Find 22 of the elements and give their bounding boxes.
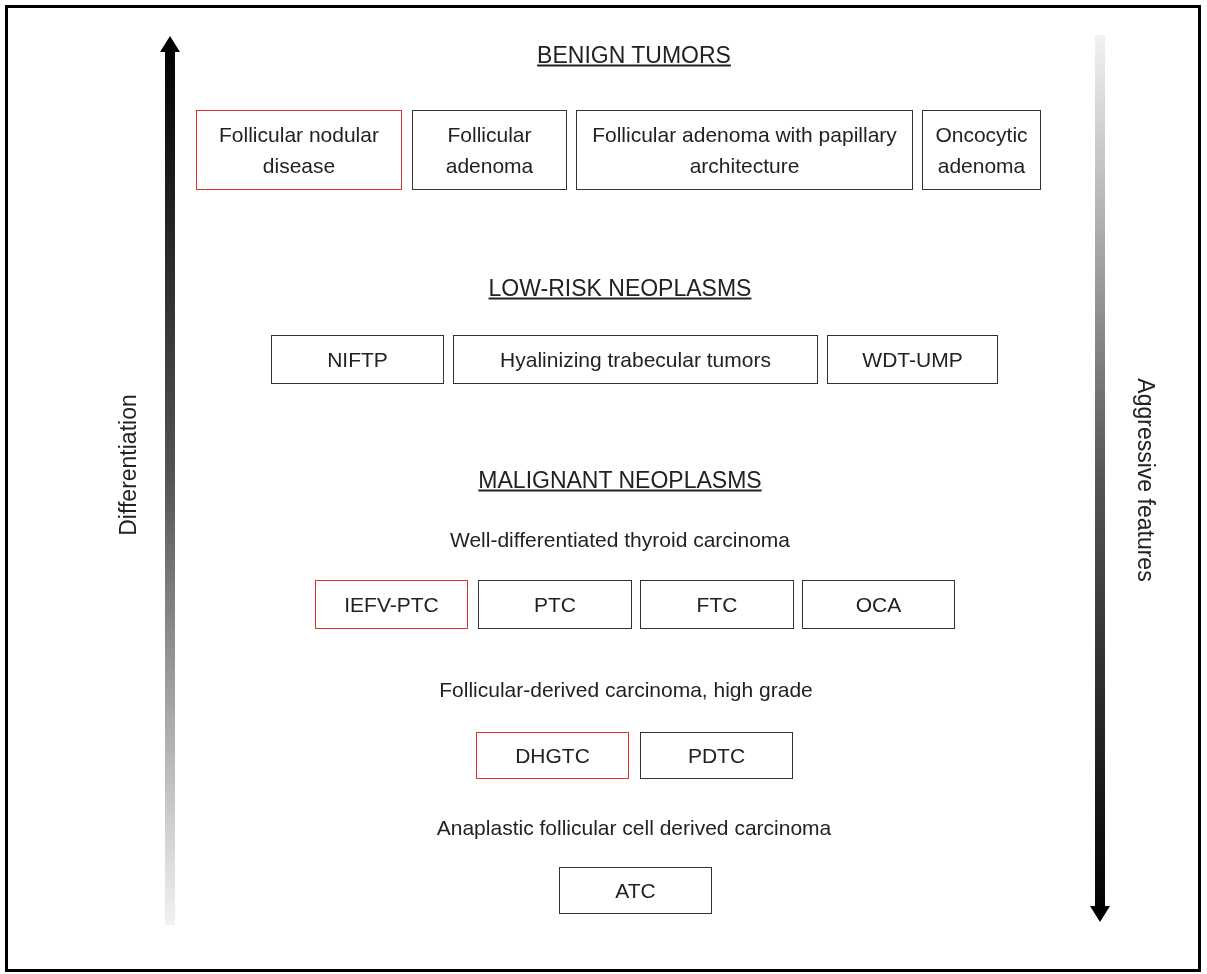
category-box: WDT-UMP: [827, 335, 998, 384]
axis-label: Aggressive features: [1131, 378, 1159, 582]
group-heading: Anaplastic follicular cell derived carcinoma: [436, 816, 832, 840]
category-box: NIFTP: [271, 335, 444, 384]
category-box: DHGTC: [476, 732, 629, 779]
category-box: IEFV-PTC: [315, 580, 468, 629]
group-heading: Follicular-derived carcinoma, high grade: [439, 678, 813, 702]
section-heading: LOW-RISK NEOPLASMS: [488, 274, 752, 302]
category-box: OCA: [802, 580, 955, 629]
section-heading: BENIGN TUMORS: [537, 41, 731, 69]
category-box: Follicular adenoma: [412, 110, 567, 190]
section-heading: MALIGNANT NEOPLASMS: [478, 466, 762, 494]
category-box: ATC: [559, 867, 712, 914]
category-box: Oncocytic adenoma: [922, 110, 1041, 190]
group-heading: Well-differentiated thyroid carcinoma: [449, 528, 791, 552]
category-box: Follicular adenoma with papillary architecture: [576, 110, 913, 190]
category-box: Follicular nodular disease: [196, 110, 402, 190]
category-box: PTC: [478, 580, 632, 629]
category-box: FTC: [640, 580, 794, 629]
category-box: Hyalinizing trabecular tumors: [453, 335, 818, 384]
category-box: PDTC: [640, 732, 793, 779]
axis-label: Differentiation: [114, 394, 142, 536]
